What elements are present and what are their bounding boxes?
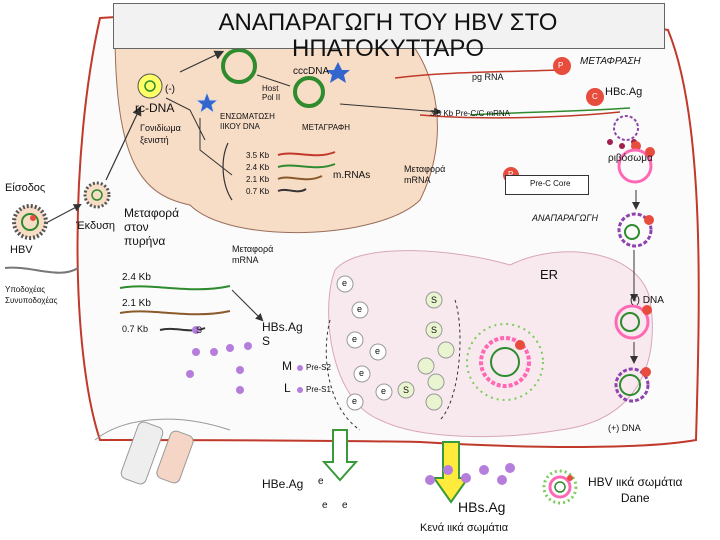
host-genome-label: Γονιδίωμα ξενιστή bbox=[140, 122, 181, 146]
mrna-transport-label: Μεταφορά mRNA bbox=[404, 164, 445, 186]
dane-particles-label: HBV ιικά σωμάτια Dane bbox=[588, 474, 682, 506]
ribosome-label: ριβόσωμα bbox=[608, 153, 653, 164]
s-tag: S bbox=[196, 326, 202, 336]
kb07-label: 0.7 Kb bbox=[122, 325, 148, 335]
rc-dna-label: rc-DNA bbox=[135, 102, 174, 115]
hbv-label: HBV bbox=[10, 244, 33, 256]
l-protein-label: L bbox=[284, 382, 291, 395]
p-badge-label: P bbox=[558, 62, 563, 71]
size-21-label: 2.1 Kb bbox=[246, 176, 269, 185]
e-tag: e bbox=[342, 500, 348, 511]
s-tag: S bbox=[431, 296, 437, 306]
e-tag: e bbox=[375, 347, 380, 357]
hbcag-label: HBc.Ag bbox=[605, 86, 642, 98]
rc-dna-particle bbox=[138, 74, 162, 98]
hbeag-label: HBe.Ag bbox=[262, 478, 303, 491]
plus-dna-label: (+) DNA bbox=[608, 424, 641, 434]
m-protein-label: M bbox=[282, 360, 292, 373]
kb24-label: 2.4 Kb bbox=[122, 272, 151, 283]
e-tag: e bbox=[359, 369, 364, 379]
replication-label: ΑΝΑΠΑΡΑΓΩΓΗ bbox=[532, 214, 598, 224]
uncoating-label: Έκδυση bbox=[76, 220, 115, 232]
entry-label: Είσοδος bbox=[5, 182, 45, 194]
e-tag: e bbox=[381, 387, 386, 397]
e-tag: e bbox=[322, 500, 328, 511]
e-tag: e bbox=[357, 305, 362, 315]
kb21-label: 2.1 Kb bbox=[122, 298, 151, 309]
e-tag: e bbox=[318, 476, 324, 487]
pg-rna-label: pg RNA bbox=[472, 73, 504, 83]
s-tag: S bbox=[403, 386, 409, 396]
host-pol-label: Host Pol II bbox=[262, 84, 280, 102]
empty-particles-label: Κενά ιικά σωμάτια bbox=[420, 522, 508, 534]
uncoating-virion bbox=[85, 183, 109, 207]
transcription-label: ΜΕΤΑΓΡΑΦΗ bbox=[302, 124, 350, 133]
pre-c-core-label: Pre-C Core bbox=[530, 180, 570, 189]
size-24-label: 2.4 Kb bbox=[246, 164, 269, 173]
pre-s1-label: Pre-S1 bbox=[306, 386, 331, 395]
page-title: ΑΝΑΠΑΡΑΓΩΓΗ ΤΟΥ HBV ΣΤΟ ΗΠΑΤΟΚΥΤΤΑΡΟ bbox=[120, 10, 656, 62]
c-badge-label: C bbox=[592, 93, 598, 102]
hbsag-bottom-label: HBs.Ag bbox=[458, 500, 505, 515]
mrnas-label: m.RNAs bbox=[333, 170, 370, 181]
e-tag: e bbox=[342, 279, 347, 289]
rc-minus-label: (-) bbox=[165, 84, 175, 95]
s-tag: S bbox=[431, 326, 437, 336]
minus-dna-label: (-) DNA bbox=[630, 295, 664, 306]
pre-s2-label: Pre-S2 bbox=[306, 364, 331, 373]
e-tag: e bbox=[352, 397, 357, 407]
er-label: ER bbox=[540, 268, 558, 282]
e-tag: e bbox=[352, 335, 357, 345]
size-07-label: 0.7 Kb bbox=[246, 188, 269, 197]
mrna-transport-2-label: Μεταφορά mRNA bbox=[232, 244, 273, 266]
cccdna-label: cccDNA bbox=[293, 66, 329, 77]
integration-label: ΕΝΣΩΜΑΤΩΣΗ ΙΙΚΟΥ DNA bbox=[220, 112, 275, 132]
nuclear-transport-label: Μεταφορά στον πυρήνα bbox=[124, 206, 179, 248]
size-35-label: 3.5 Kb bbox=[246, 152, 269, 161]
incoming-hbv-virion bbox=[14, 206, 46, 238]
receptor-label: Υποδοχέας Συνυποδοχέας bbox=[5, 284, 57, 306]
hbsag-s-label: HBs.Ag S bbox=[262, 320, 303, 348]
translation-label: ΜΕΤΑΦΡΑΣΗ bbox=[580, 56, 641, 67]
pre-c-mrna-label: 3.5 Kb Pre-C/C mRNA bbox=[430, 110, 510, 119]
